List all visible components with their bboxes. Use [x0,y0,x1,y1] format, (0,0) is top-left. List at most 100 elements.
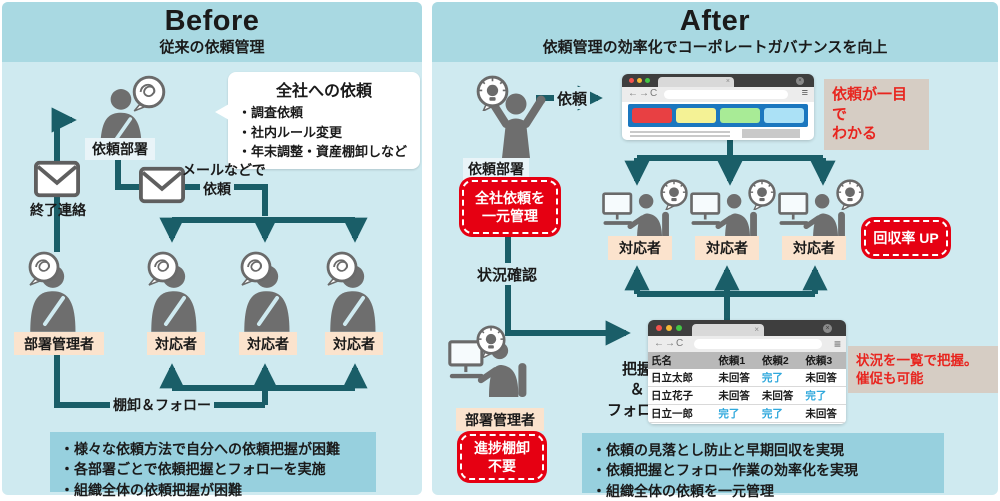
centralize-requests-badge: 全社依頼を 一元管理 [462,180,558,234]
nav-icons: ←→C [628,88,658,99]
idea-bulb-bubble-icon [658,178,690,210]
mail-request-label-line1: メールなどで [182,162,266,178]
browser-navbar: ←→C ≡ [622,87,814,102]
responder-label: 対応者 [147,332,205,355]
col-req2: 依頼2 [758,352,803,369]
browser-content [622,102,814,140]
close-dot [656,325,662,331]
summary-item: ・組織全体の依頼を一元管理 [592,482,774,499]
reload-icon: C [676,338,685,349]
mail-request-label-line2: 依頼 [200,179,234,199]
before-header: Before 従来の依頼管理 [2,2,422,62]
status-table-window: × × ←→C ≡ 氏名 依頼1 依頼2 依頼3 日立太郎 未回答 完了 未回答 [648,320,846,424]
after-title: After [679,5,751,37]
maximize-dot [676,325,682,331]
text-line [630,131,730,133]
responder-label: 対応者 [782,236,846,260]
before-summary-box: ・様々な依頼方法で自分への依頼把握が困難 ・各部署ごとで依頼把握とフォローを実施… [50,432,376,498]
idea-bulb-bubble-icon [474,74,511,111]
text-line [630,135,730,137]
responder-label: 対応者 [695,236,759,260]
after-subtitle: 依頼管理の効率化でコーポレートガバナンスを向上 [542,39,888,56]
window-close-icon: × [823,324,832,333]
request-tile-green [720,108,760,123]
forward-icon: → [639,88,650,99]
callout-item: ・社内ルール変更 [238,124,343,140]
window-titlebar: × × [648,320,846,336]
col-req1: 依頼1 [715,352,759,369]
browser-tab: × [692,324,764,336]
request-tiles-bar [628,104,808,127]
callout-title: 全社への依頼 [275,83,372,100]
after-summary-box: ・依頼の見落とし防止と早期回収を実現 ・依頼把握とフォロー作業の効率化を実現 ・… [582,433,944,499]
responder-label: 対応者 [239,332,297,355]
inventory-follow-label: 棚卸＆フォロー [110,395,214,415]
status-check-label: 状況確認 [474,263,541,285]
tab-close-icon: × [725,78,730,85]
requester-label: 依頼部署 [463,158,529,180]
manager-label: 部署管理者 [14,332,104,355]
col-name: 氏名 [648,352,716,369]
request-portal-window: × × ←→C ≡ [622,74,814,140]
confused-speech-bubble-icon [26,250,62,286]
confused-speech-bubble-icon [238,250,274,286]
confused-speech-bubble-icon [145,250,181,286]
before-subtitle: 従来の依頼管理 [159,39,265,56]
browser-tab: × [658,77,734,87]
confused-speech-bubble-icon [130,74,168,112]
table-header-row: 氏名 依頼1 依頼2 依頼3 [648,352,846,369]
request-tile-blue [764,108,804,123]
table-row: 日立一郎 完了 完了 未回答 [648,404,846,423]
browser-navbar: ←→C ≡ [648,336,846,352]
collection-rate-badge: 回収率 UP [864,220,948,256]
company-request-callout: 全社への依頼 ・調査依頼 ・社内ルール変更 ・年末調整・資産棚卸しなど [215,72,420,169]
minimize-dot [637,78,642,83]
col-req3: 依頼3 [802,352,846,369]
no-inventory-badge: 進捗棚卸 不要 [460,434,544,480]
summary-item: ・組織全体の依頼把握が困難 [60,481,242,498]
url-bar [664,90,788,99]
reload-icon: C [650,88,659,99]
url-bar [694,339,822,349]
summary-item: ・依頼把握とフォロー作業の効率化を実現 [592,462,858,479]
table-row: 日立太郎 未回答 完了 未回答 [648,369,846,387]
manager-label: 部署管理者 [456,408,544,431]
after-header: After 依頼管理の効率化でコーポレートガバナンスを向上 [432,2,998,62]
nav-icons: ←→C [654,338,684,349]
summary-item: ・様々な依頼方法で自分への依頼把握が困難 [60,441,340,457]
close-dot [629,78,634,83]
window-titlebar: × × [622,74,814,87]
before-title: Before [164,5,260,37]
table-row: 日立花子 未回答 未回答 完了 [648,386,846,405]
mail-icon [34,160,80,198]
content-block [742,129,800,138]
responder-label: 対応者 [325,332,383,355]
request-tile-red [632,108,672,123]
back-icon: ← [628,88,639,99]
idea-bulb-bubble-icon [474,324,508,358]
idea-bulb-bubble-icon [746,178,778,210]
glance-callout: 依頼が一目で わかる [824,79,929,150]
window-close-icon: × [796,77,804,85]
confused-speech-bubble-icon [324,250,360,286]
back-icon: ← [654,338,665,349]
end-contact-label: 終了連絡 [30,202,86,218]
callout-item: ・調査依頼 [238,105,304,120]
summary-item: ・依頼の見落とし防止と早期回収を実現 [592,442,844,458]
status-list-callout: 状況を一覧で把握。 催促も可能 [848,346,998,394]
mail-icon [139,166,185,204]
callout-item: ・年末調整・資産棚卸しなど [238,144,408,159]
after-panel: After 依頼管理の効率化でコーポレートガバナンスを向上 依頼部署 依頼 全社… [432,2,998,499]
forward-icon: → [665,338,676,349]
browser-content: 氏名 依頼1 依頼2 依頼3 日立太郎 未回答 完了 未回答 日立花子 未回答 … [648,352,846,424]
responder-label: 対応者 [608,236,672,260]
tab-close-icon: × [754,325,759,334]
request-tile-yellow [676,108,716,123]
requester-label: 依頼部署 [85,138,155,160]
menu-icon: ≡ [801,87,808,99]
status-table: 氏名 依頼1 依頼2 依頼3 日立太郎 未回答 完了 未回答 日立花子 未回答 … [648,352,846,423]
menu-icon: ≡ [833,337,841,351]
maximize-dot [645,78,650,83]
idea-bulb-bubble-icon [834,178,866,210]
request-arrow-label: 依頼 [554,87,591,109]
